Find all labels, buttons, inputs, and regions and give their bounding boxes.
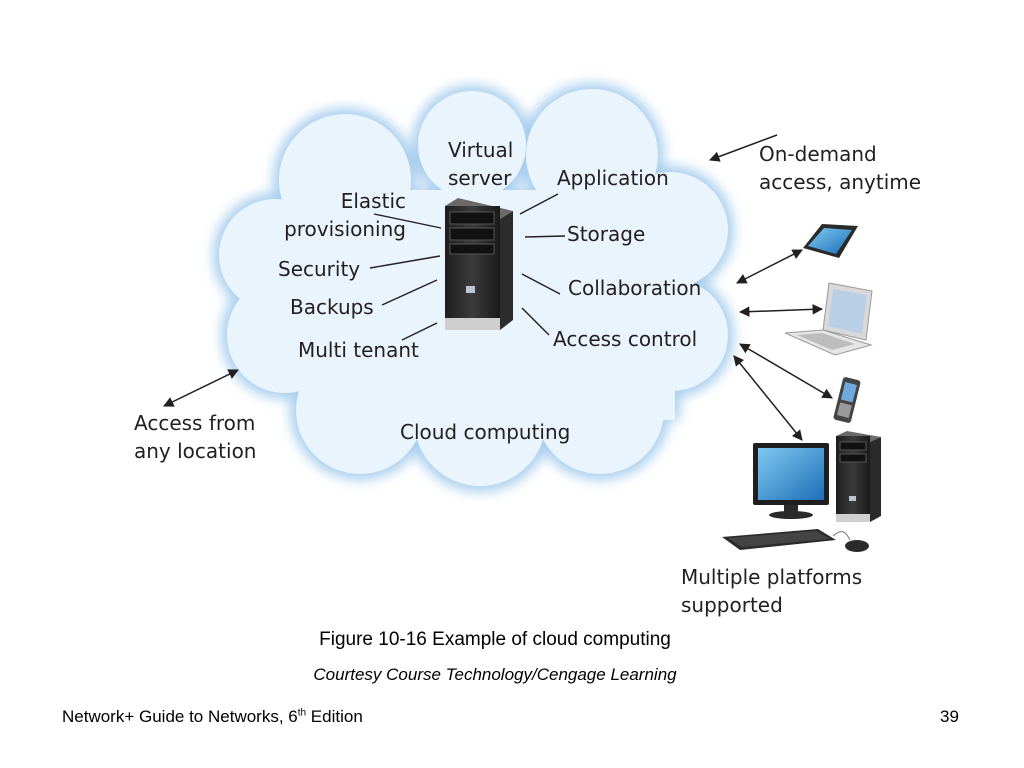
arrow-access-location — [163, 369, 239, 407]
elastic-provisioning-label: Elastic provisioning — [284, 189, 406, 241]
on-demand-label: On-demand access, anytime — [759, 142, 922, 194]
arrow-phone — [739, 343, 833, 399]
arrow-laptop — [738, 304, 824, 317]
arrow-desktop — [733, 355, 803, 441]
tablet-icon — [803, 224, 858, 258]
server-icon — [445, 198, 513, 330]
multiple-platforms-label: Multiple platforms supported — [681, 565, 863, 617]
laptop-icon — [784, 282, 873, 356]
smartphone-icon — [833, 377, 861, 423]
security-label: Security — [278, 257, 361, 281]
backups-label: Backups — [290, 295, 374, 319]
access-from-location-label: Access from any location — [134, 411, 257, 463]
virtual-server-label: Virtual server — [448, 138, 514, 190]
application-label: Application — [557, 166, 669, 190]
courtesy-caption: Courtesy Course Technology/Cengage Learn… — [313, 665, 677, 684]
cloud-computing-label: Cloud computing — [400, 420, 571, 444]
callout-lines — [369, 193, 566, 341]
footer-book-title: Network+ Guide to Networks, 6th Edition — [62, 707, 363, 726]
multi-tenant-label: Multi tenant — [298, 338, 419, 362]
desktop-computer-icon — [722, 431, 881, 552]
collaboration-label: Collaboration — [568, 276, 702, 300]
figure-caption: Figure 10-16 Example of cloud computing — [319, 629, 671, 650]
page-number: 39 — [940, 707, 959, 726]
arrow-on-demand — [709, 134, 778, 162]
arrow-tablet — [736, 249, 803, 284]
access-control-label: Access control — [553, 327, 698, 351]
storage-label: Storage — [567, 222, 646, 246]
